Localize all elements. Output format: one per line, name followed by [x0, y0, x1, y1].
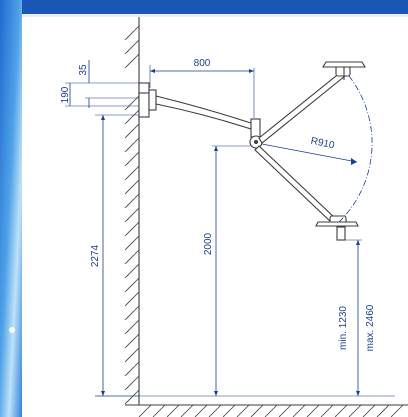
arm-to-lower-head: [254, 145, 337, 224]
label-2000: 2000: [203, 232, 214, 255]
dimension-2274: [95, 114, 139, 397]
frame-left-panel: [0, 0, 22, 417]
lamp-head-lower: [315, 215, 359, 241]
label-35: 35: [78, 64, 89, 76]
wall: [124, 17, 140, 405]
wall-bracket: [138, 82, 157, 118]
label-2274: 2274: [90, 244, 101, 267]
label-190: 190: [60, 86, 71, 103]
dimension-head-height: [340, 239, 362, 396]
label-r910: R910: [310, 136, 336, 152]
elbow-joint: [249, 118, 263, 149]
lamp-head-upper: [322, 61, 366, 80]
spring-arm: [155, 95, 255, 131]
label-800: 800: [194, 58, 211, 69]
dimension-190-35: [65, 60, 139, 108]
label-max-2460: max. 2460: [365, 304, 376, 351]
arm-to-upper-head: [258, 71, 346, 144]
frame-top-shadow: [22, 14, 408, 17]
frame-top-band: [0, 0, 408, 17]
frame-glow-dot: [9, 327, 15, 333]
dimension-2000: [212, 145, 252, 396]
floor: [125, 404, 408, 417]
dimension-800: [149, 65, 255, 118]
radius-arc: [261, 75, 373, 223]
label-min-1230: min. 1230: [338, 306, 349, 350]
